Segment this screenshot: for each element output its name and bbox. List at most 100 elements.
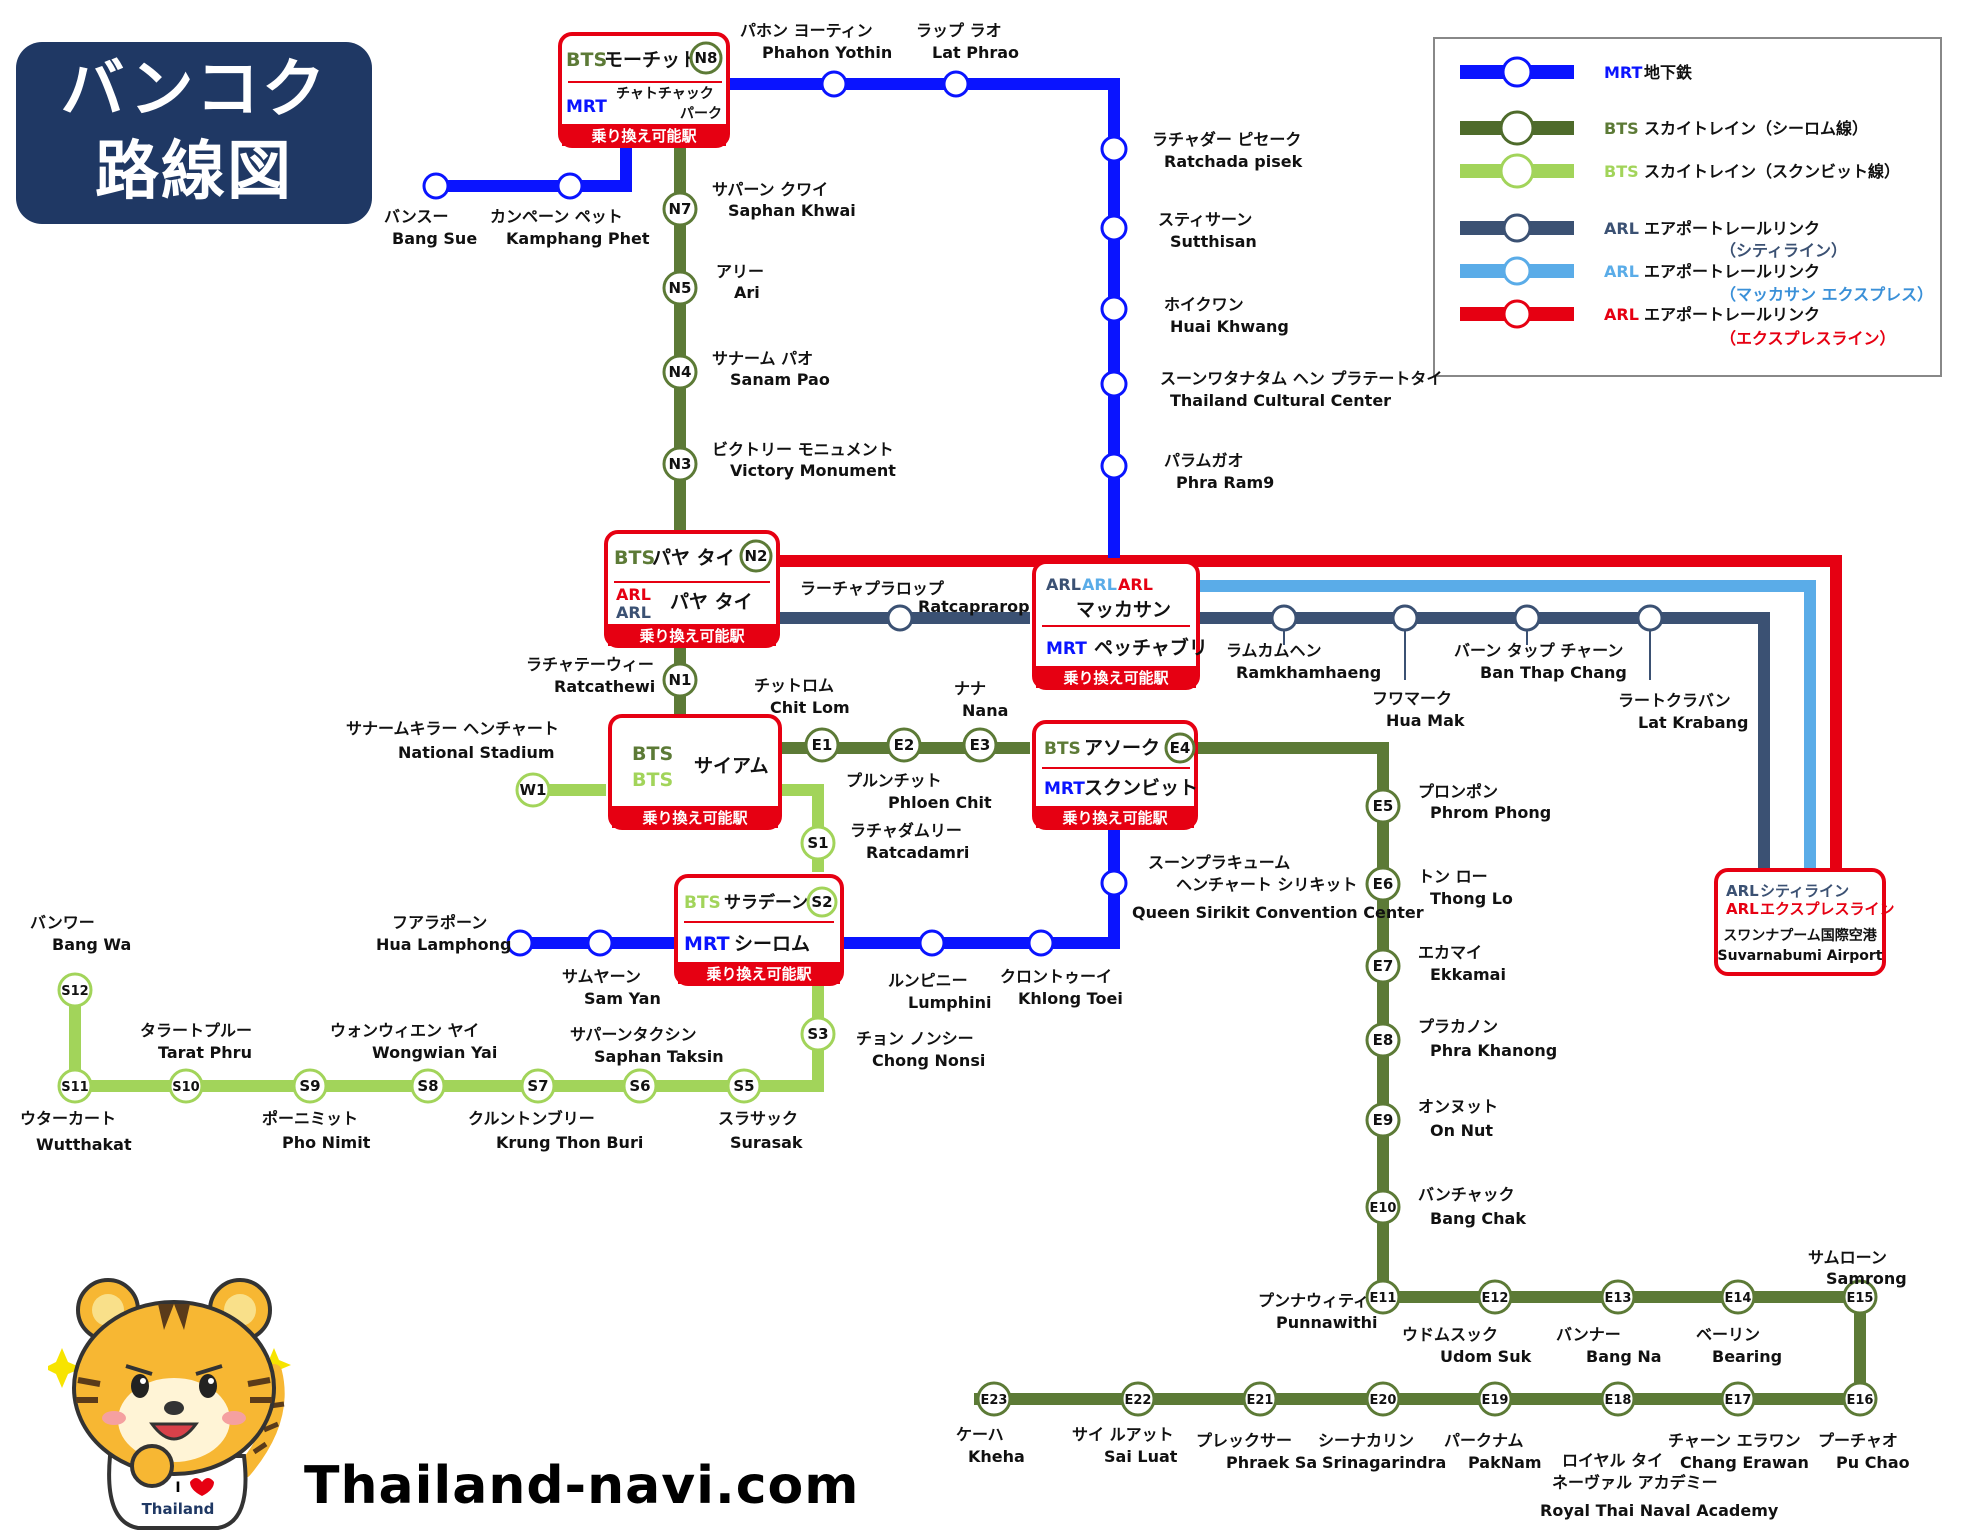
station-marker-e14[interactable] (1720, 1279, 1756, 1315)
station-marker-latkrabang[interactable] (1636, 604, 1664, 632)
station-label-en: Victory Monument (730, 461, 896, 480)
station-marker-s11[interactable] (57, 1068, 93, 1104)
station-marker-w1[interactable] (515, 772, 551, 808)
station-marker-ratchaprarop[interactable] (886, 604, 914, 632)
station-marker-e19[interactable] (1477, 1381, 1513, 1417)
hub-tag: ARL (1046, 575, 1081, 594)
hub-tag: ARL (1118, 575, 1153, 594)
station-marker-s12[interactable] (57, 972, 93, 1008)
station-marker-e11[interactable] (1365, 1279, 1401, 1315)
station-label-jp-2: ネーヴァル アカデミー (1552, 1473, 1718, 1492)
station-label-jp: チョン ノンシー (856, 1029, 974, 1048)
station-marker-huamak[interactable] (1391, 604, 1419, 632)
station-marker-rama9[interactable] (1100, 452, 1128, 480)
station-label-en: PakNam (1468, 1453, 1542, 1472)
hub-name: ペッチャブリ (1094, 636, 1208, 659)
station-marker-s8[interactable] (410, 1068, 446, 1104)
station-marker-klongtoei[interactable] (1027, 929, 1055, 957)
station-label-en: Sanam Pao (730, 370, 830, 389)
station-marker-s1[interactable] (800, 825, 836, 861)
station-marker-e18[interactable] (1600, 1381, 1636, 1417)
station-marker-ramkhamhaeng[interactable] (1270, 604, 1298, 632)
station-marker-s6[interactable] (622, 1068, 658, 1104)
legend-sub: （シティライン） (1720, 241, 1847, 260)
site-url[interactable]: Thailand-navi.com (304, 1456, 860, 1516)
station-label-en: Srinagarindra (1322, 1453, 1446, 1472)
station-marker-e5[interactable] (1365, 788, 1401, 824)
station-marker-n3[interactable] (662, 446, 698, 482)
station-marker-e13[interactable] (1600, 1279, 1636, 1315)
hub-saladaeng[interactable]: BTS サラデーン S2 MRT シーロム 乗り換え可能駅 (674, 874, 844, 986)
station-marker-s7[interactable] (520, 1068, 556, 1104)
station-marker-sutthisan[interactable] (1100, 214, 1128, 242)
station-marker-huaikhwang[interactable] (1100, 295, 1128, 323)
station-marker-n7[interactable] (662, 191, 698, 227)
hub-name: パーク (680, 106, 722, 122)
station-marker-hualamphong[interactable] (506, 929, 534, 957)
station-marker-e9[interactable] (1365, 1102, 1401, 1138)
station-code-w1: W1 (520, 781, 547, 799)
station-marker-s10[interactable] (168, 1068, 204, 1104)
station-marker-culture[interactable] (1100, 370, 1128, 398)
station-code-n5: N5 (669, 279, 692, 297)
station-marker-s3[interactable] (800, 1016, 836, 1052)
station-label-en: Wongwian Yai (372, 1043, 497, 1062)
station-marker-latphrao[interactable] (942, 70, 970, 98)
station-marker-bangsue[interactable] (422, 172, 450, 200)
station-code-e6: E6 (1373, 875, 1394, 893)
hub-mochit[interactable]: BTS モーチット N8 MRT チャトチャック パーク 乗り換え可能駅 (558, 32, 730, 148)
station-marker-e1[interactable] (804, 727, 840, 763)
station-label-jp: スーンワタナタム ヘン プラテートタイ (1160, 369, 1442, 388)
station-label-jp: バーン タップ チャーン (1454, 641, 1623, 660)
hub-phayathai[interactable]: BTS パヤ タイ N2 ARL ARL パヤ タイ 乗り換え可能駅 (604, 530, 780, 648)
hub-tag: ARL (1726, 900, 1759, 918)
station-marker-qsncc[interactable] (1100, 869, 1128, 897)
station-code-e18: E18 (1605, 1393, 1632, 1408)
station-marker-e3[interactable] (962, 727, 998, 763)
station-marker-e21[interactable] (1242, 1381, 1278, 1417)
station-marker-e16[interactable] (1842, 1381, 1878, 1417)
station-marker-e15[interactable] (1842, 1279, 1878, 1315)
station-marker-e17[interactable] (1720, 1381, 1756, 1417)
station-marker-e10[interactable] (1365, 1189, 1401, 1225)
station-marker-e7[interactable] (1365, 948, 1401, 984)
arl-city-line-east (1198, 612, 1770, 870)
station-marker-lumphini[interactable] (918, 929, 946, 957)
station-marker-ratchada[interactable] (1100, 135, 1128, 163)
station-marker-e20[interactable] (1365, 1381, 1401, 1417)
station-marker-s9[interactable] (292, 1068, 328, 1104)
hub-asok[interactable]: BTS アソーク E4 MRT スクンビット 乗り換え可能駅 (1032, 720, 1198, 830)
station-label-en: Bang Sue (392, 229, 477, 248)
station-marker-e23[interactable] (976, 1381, 1012, 1417)
hub-airport[interactable]: ARL シティライン ARL エクスプレスライン スワンナプーム国際空港 Suv… (1714, 868, 1895, 976)
station-marker-phahon[interactable] (820, 70, 848, 98)
station-marker-e6[interactable] (1365, 866, 1401, 902)
station-label-en: Surasak (730, 1133, 803, 1152)
station-marker-samyan[interactable] (586, 929, 614, 957)
station-marker-n1[interactable] (662, 662, 698, 698)
station-marker-kamphaeng[interactable] (556, 172, 584, 200)
hub-tag: MRT (1044, 779, 1085, 799)
station-label-en: Ari (734, 283, 760, 302)
station-marker-e12[interactable] (1477, 1279, 1513, 1315)
hub-name: アソーク (1084, 737, 1160, 759)
station-label-qsncc: スーンプラキューム ヘンチャート シリキット Queen Sirikit Con… (1132, 853, 1424, 922)
station-marker-e2[interactable] (886, 727, 922, 763)
hub-makkasan[interactable]: ARL ARL ARL マッカサン MRT ペッチャブリ 乗り換え可能駅 (1032, 560, 1208, 690)
station-label-en: Kamphang Phet (506, 229, 650, 248)
map-title-line1: バンコク (60, 53, 328, 127)
station-marker-n4[interactable] (662, 354, 698, 390)
station-marker-s5[interactable] (726, 1068, 762, 1104)
hub-siam[interactable]: BTS BTS サイアム 乗り換え可能駅 (608, 714, 782, 830)
station-code-n7: N7 (669, 200, 692, 218)
station-label-en: Bang Wa (52, 935, 131, 954)
station-marker-e22[interactable] (1120, 1381, 1156, 1417)
legend-text: スカイトレイン（スクンビット線） (1644, 162, 1900, 181)
station-marker-e8[interactable] (1365, 1022, 1401, 1058)
hub-tag: BTS (632, 743, 673, 765)
station-marker-banthapchang[interactable] (1513, 604, 1541, 632)
station-code-s8: S8 (417, 1077, 438, 1095)
station-marker-n5[interactable] (662, 270, 698, 306)
arl-makkasan-line (1200, 580, 1816, 870)
hub-tag: BTS (1044, 739, 1081, 759)
